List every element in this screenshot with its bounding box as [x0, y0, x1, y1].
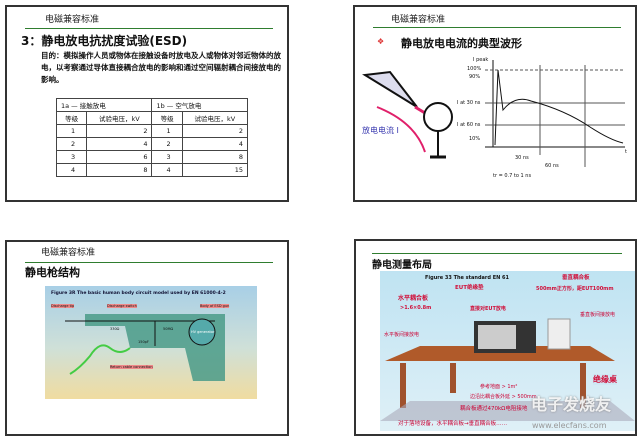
interval-30ns: 30 ns: [515, 155, 529, 161]
gun-figure: Figure 3R The basic human body circuit m…: [45, 286, 257, 399]
divider: [25, 28, 273, 29]
slide-title: 静电测量布局: [372, 260, 432, 271]
table-group-header: 1a — 接触放电: [55, 98, 153, 112]
table-header-cell: 等级: [151, 111, 183, 125]
table-cell: 2: [55, 137, 88, 151]
label-edge: 边沿比耦合板外延 > 500mm: [470, 394, 537, 400]
label-ground: 参考地面 > 1m²: [480, 384, 518, 390]
table-cell: 1: [151, 124, 183, 138]
level-30ns: I at 30 ns: [457, 100, 481, 106]
gun-body: [65, 314, 225, 381]
table-cell: 4: [86, 137, 153, 151]
label-capacitor: 150pF: [138, 340, 149, 344]
waveform-curve: [494, 69, 624, 146]
setup-figure: Figure 33 The standard EN 61 垂直耦合板 500mm…: [380, 271, 635, 431]
slide-esd-test: 电磁兼容标准 3：静电放电抗扰度试验(ESD) 目的：模拟操作人员或物体在接触设…: [5, 5, 289, 202]
table-cell: 4: [181, 137, 249, 151]
table-cell: 8: [181, 150, 249, 164]
slide-title: 静电枪结构: [25, 266, 80, 279]
slide-title: 3：静电放电抗扰度试验(ESD): [21, 34, 188, 48]
y-axis-label: I peak: [473, 57, 489, 63]
table-cell: 4: [151, 163, 183, 177]
label-vcp: 垂直耦合板: [562, 275, 590, 281]
level-60ns: I at 60 ns: [457, 122, 481, 128]
table-cell: 2: [181, 124, 249, 138]
divider: [25, 262, 273, 263]
slide-esd-waveform: 电磁兼容标准 ❖ 静电放电电流的典型波形 放电电流 I I peak 100% …: [353, 5, 637, 202]
figure-caption: Figure 3R The basic human body circuit m…: [51, 291, 226, 296]
table-header-cell: 等级: [55, 111, 88, 125]
label-hcp: 水平耦合板: [398, 295, 429, 302]
watermark-url: www.elecfans.com: [532, 421, 607, 430]
label-gun-body: Body of ESD gun: [200, 304, 230, 308]
table-cell: 2: [86, 124, 153, 138]
table-cell: 1: [55, 124, 88, 138]
label-floor: 对于落地设备，水平耦合板→垂直耦合板……: [398, 421, 508, 427]
slide-header: 电磁兼容标准: [45, 15, 100, 25]
label-r1: 330Ω: [110, 327, 120, 331]
table-header-cell: 试验电压，kV: [181, 111, 249, 125]
label-r2: 50MΩ: [163, 327, 174, 331]
table-cell: 8: [86, 163, 153, 177]
level-10: 10%: [469, 136, 481, 142]
label-table: 绝缘桌: [593, 374, 617, 385]
label-resistor: 耦合板通过470kΩ电阻接地: [460, 406, 528, 412]
purpose-text: 目的：模拟操作人员或物体在接触设备时放电及人或物体对邻近物体的放电，以考察通过导…: [41, 51, 281, 84]
label-h-indirect: 水平板间接放电: [384, 332, 420, 338]
sphere: [423, 102, 453, 132]
label-hcp-size: >1.6×0.8m: [400, 305, 432, 311]
label-discharge-tip: Discharge tip: [51, 304, 75, 308]
setup-drawing: [380, 318, 635, 421]
table-header-cell: 试验电压，kV: [86, 111, 153, 125]
waveform-graph: [485, 60, 625, 167]
slide-esd-setup: 静电测量布局 Figure 33 The standard EN 61 垂直耦合…: [354, 239, 637, 436]
label-generator: HV generator: [191, 330, 215, 334]
current-arrow: [376, 106, 426, 153]
level-90: 90%: [469, 74, 481, 80]
label-discharge-switch: Discharge switch: [107, 304, 137, 308]
slide-esd-gun: 电磁兼容标准 静电枪结构 Figure 3R The basic human b…: [5, 240, 289, 436]
label-eut-pad: EUT绝缘垫: [455, 285, 484, 291]
table-group-header: 1b — 空气放电: [151, 98, 248, 112]
slide-header: 电磁兼容标准: [391, 15, 446, 25]
interval-60ns: 60 ns: [545, 163, 559, 169]
table-cell: 6: [86, 150, 153, 164]
slide-header: 电磁兼容标准: [41, 248, 96, 258]
bullet-icon: ❖: [377, 37, 385, 46]
current-label: 放电电流 I: [362, 126, 399, 135]
table-cell: 3: [55, 150, 88, 164]
discharge-diagram: [362, 70, 453, 159]
table-cell: 3: [151, 150, 183, 164]
slide-title: 静电放电电流的典型波形: [401, 37, 522, 50]
label-vcp-size: 500mm正方形，距EUT100mm: [536, 286, 614, 292]
divider: [372, 253, 622, 254]
table-cell: 4: [55, 163, 88, 177]
figure-caption: Figure 33 The standard EN 61: [425, 275, 510, 281]
rise-time: tr = 0.7 to 1 ns: [493, 173, 532, 179]
label-return-cable: Return cable connection: [110, 365, 153, 369]
charged-tip: [362, 70, 418, 108]
label-direct: 直接对EUT放电: [470, 306, 506, 312]
label-v-indirect: 垂直板间接放电: [580, 312, 616, 318]
watermark: 电子发烧友: [531, 395, 612, 414]
table-cell: 15: [181, 163, 249, 177]
level-100: 100%: [467, 66, 482, 72]
x-axis-label: t: [625, 149, 627, 155]
spark-arrow: [414, 105, 426, 115]
table-cell: 2: [151, 137, 183, 151]
divider: [373, 27, 621, 28]
